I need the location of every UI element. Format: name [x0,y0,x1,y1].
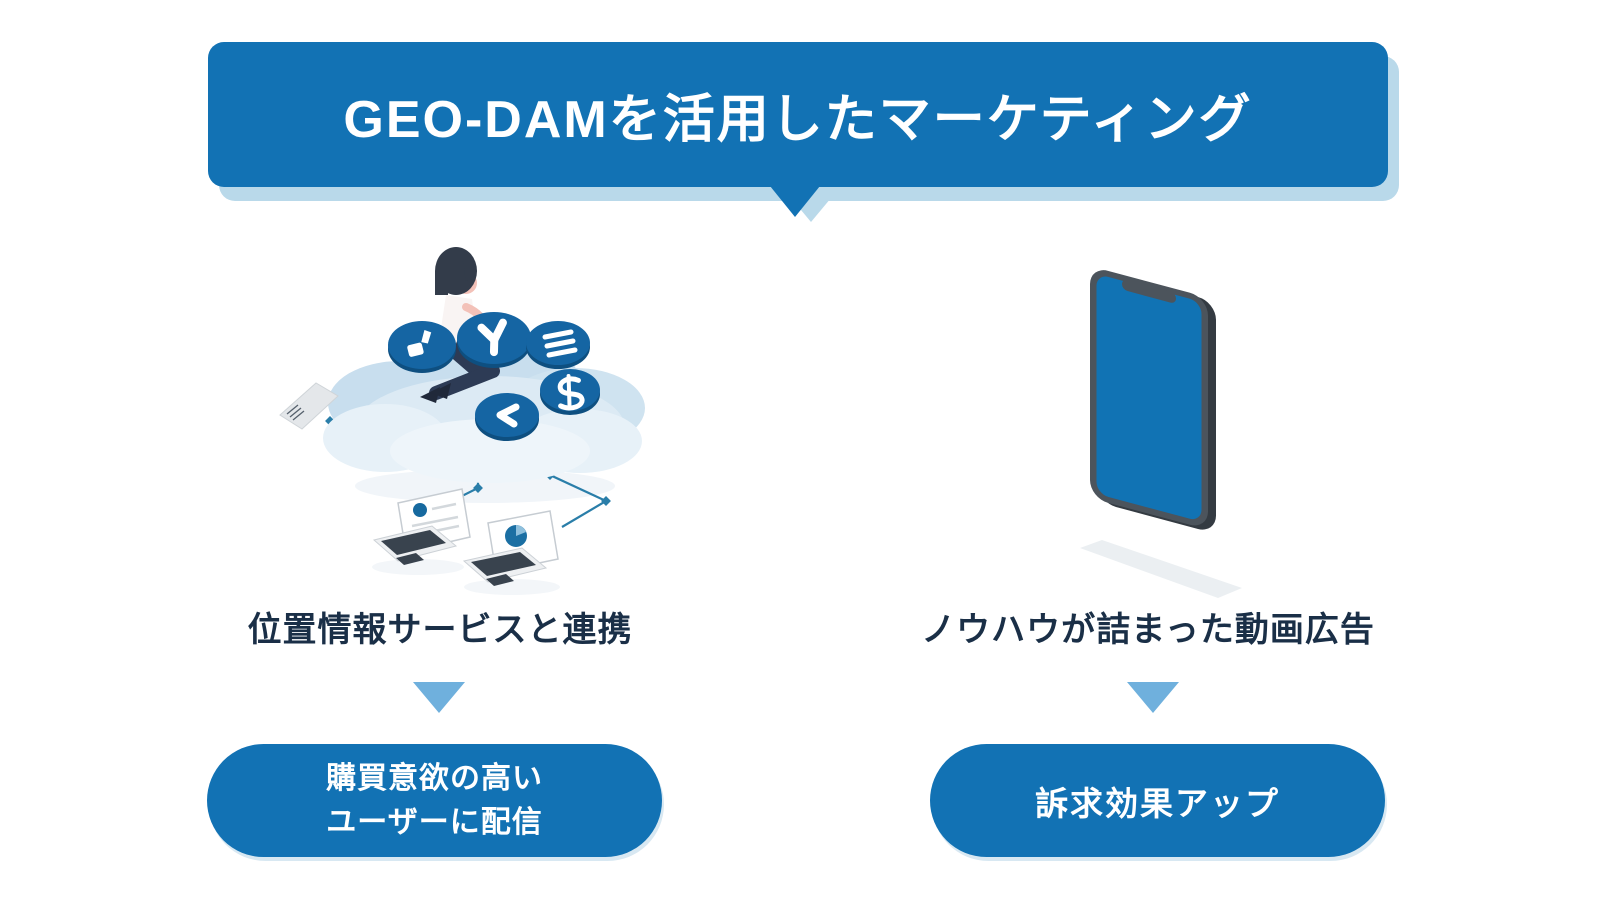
down-arrow-icon [1127,682,1179,713]
left-result-line-2: ユーザーに配信 [326,805,543,839]
list-icon [526,321,590,369]
down-arrow-icon [413,682,465,713]
phone-screen [1096,276,1202,520]
banner-pointer-icon [770,186,820,217]
right-feature-label: ノウハウが詰まった動画広告 [921,611,1375,649]
profile-laptop [372,488,471,565]
right-result-line-1: 訴求効果アップ [1035,784,1280,822]
smartphone-illustration [1080,270,1242,598]
left-result-line-1: 購買意欲の高い [326,762,543,795]
cloud-marketing-illustration [279,247,645,595]
thumbs-up-icon [388,321,456,373]
phone-notch [1122,279,1176,303]
gray-laptop [279,382,339,430]
pin-icon [457,312,531,368]
left-feature-label: 位置情報サービスと連携 [247,611,633,649]
phone-shadow [1080,540,1242,598]
dollar-icon [540,369,600,415]
title-banner: GEO-DAMを活用したマーケティング [208,42,1388,187]
right-result-pill: 訴求効果アップ [930,744,1385,857]
left-result-pill: 購買意欲の高い ユーザーに配信 [207,744,662,857]
pie-chart-laptop [462,510,559,586]
cursor-icon [475,393,539,441]
page-title: GEO-DAMを活用したマーケティング [343,91,1253,149]
